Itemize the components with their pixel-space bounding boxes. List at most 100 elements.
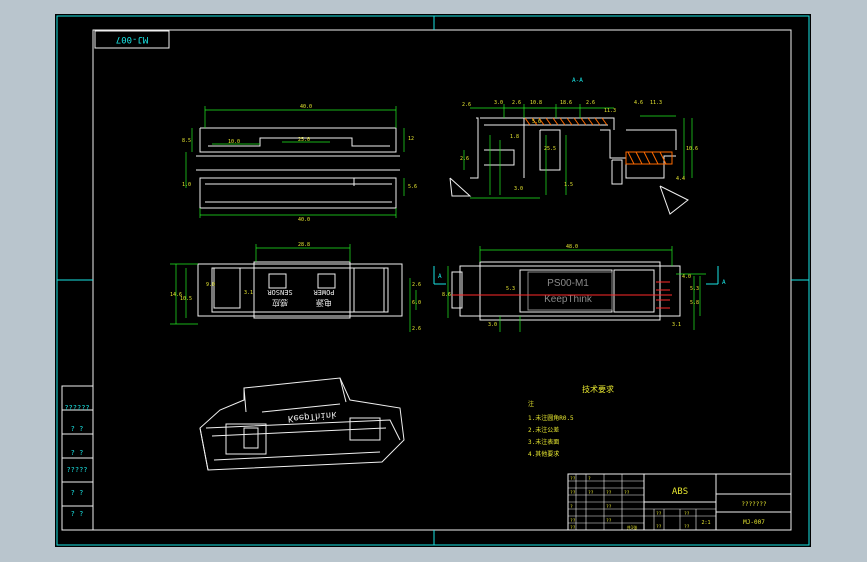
sheet-info: 共1张 <box>627 524 637 530</box>
isometric-view: KeepThink <box>199 377 405 471</box>
svg-text:??: ?? <box>684 524 690 530</box>
svg-text:4.4: 4.4 <box>676 176 685 182</box>
svg-text:2.6: 2.6 <box>586 100 595 106</box>
section-title: A-A <box>572 77 583 84</box>
note-4: 4.其他要求 <box>528 450 559 458</box>
front-view: 电源 感应 POWER SENSOR 28.8 14.6 10.5 9.0 3.… <box>170 242 421 332</box>
svg-text:2.6: 2.6 <box>462 102 471 108</box>
back-view: PS00-M1 KeepThink A A 4 <box>433 244 726 332</box>
svg-text:40.0: 40.0 <box>298 217 310 223</box>
left-strip-cell-5: ? ? <box>71 489 84 497</box>
sheet-background <box>55 14 811 547</box>
svg-text:10.5: 10.5 <box>180 296 192 302</box>
svg-text:14.6: 14.6 <box>170 292 182 298</box>
notes-intro: 注 <box>528 400 534 408</box>
svg-text:10.0: 10.0 <box>228 139 240 145</box>
notes-title: 技术要求 <box>582 384 614 394</box>
svg-text:2.6: 2.6 <box>412 326 421 332</box>
left-strip-cell-3: ? ? <box>71 449 84 457</box>
svg-text:12: 12 <box>408 136 414 142</box>
drawing-number: MJ-007 <box>743 519 765 526</box>
svg-text:??: ?? <box>606 518 612 524</box>
svg-text:5.6: 5.6 <box>408 184 417 190</box>
center-marks <box>57 16 809 545</box>
notes: 技术要求 注 1.未注圆角R0.5 2.未注公差 3.未注表面 4.其他要求 <box>528 384 614 458</box>
red-marks <box>656 281 670 309</box>
svg-text:??: ?? <box>624 490 630 496</box>
corner-code: MJ-007 <box>116 34 149 44</box>
svg-text:10.8: 10.8 <box>530 100 542 106</box>
left-strip-cell-2: ? ? <box>71 425 84 433</box>
note-1: 1.未注圆角R0.5 <box>528 414 574 422</box>
panel-brand: KeepThink <box>544 294 593 305</box>
svg-text:3.0: 3.0 <box>488 322 497 328</box>
svg-text:4.0: 4.0 <box>682 274 691 280</box>
svg-text:8.6: 8.6 <box>442 292 451 298</box>
top-view: 40.0 40.0 10.0 25.0 12 5.6 8.5 1.0 <box>182 104 417 223</box>
svg-text:5.3: 5.3 <box>690 286 699 292</box>
svg-text:1.8: 1.8 <box>510 134 519 140</box>
front-power-en: POWER <box>313 288 335 296</box>
svg-text:??: ?? <box>570 490 576 496</box>
svg-text:??: ?? <box>684 511 690 517</box>
svg-text:?: ? <box>588 476 591 482</box>
svg-text:??: ?? <box>570 476 576 482</box>
svg-text:??: ?? <box>606 504 612 510</box>
svg-text:3.1: 3.1 <box>672 322 681 328</box>
title-block: ??? ???????? ??? ???? ?? ???? ???? ABS ?… <box>567 473 792 531</box>
left-strip-cell-6: ? ? <box>71 510 84 518</box>
svg-text:5.6: 5.6 <box>532 119 541 125</box>
material: ABS <box>672 487 688 497</box>
section-markers <box>433 266 719 285</box>
svg-text:8.5: 8.5 <box>182 138 191 144</box>
svg-text:?: ? <box>570 504 573 510</box>
front-power-cn: 电源 <box>316 298 332 308</box>
svg-text:18.6: 18.6 <box>560 100 572 106</box>
front-sensor-en: SENSOR <box>267 288 293 296</box>
svg-text:11.3: 11.3 <box>604 108 616 114</box>
left-strip-cell-1: ?????? <box>64 404 89 412</box>
svg-text:4.6: 4.6 <box>634 100 643 106</box>
note-3: 3.未注表面 <box>528 438 559 446</box>
svg-text:2.6: 2.6 <box>412 282 421 288</box>
corner-code-box: MJ-007 <box>94 30 170 49</box>
svg-text:??: ?? <box>570 525 576 531</box>
svg-text:??: ?? <box>570 518 576 524</box>
section-view: A-A <box>449 77 698 215</box>
svg-text:11.3: 11.3 <box>650 100 662 106</box>
marker-right: A <box>722 279 726 286</box>
note-2: 2.未注公差 <box>528 426 559 434</box>
iso-brand: KeepThink <box>287 409 337 423</box>
svg-text:3.1: 3.1 <box>244 290 253 296</box>
svg-text:??: ?? <box>656 511 662 517</box>
panel-label-box <box>527 271 613 311</box>
svg-text:3.0: 3.0 <box>514 186 523 192</box>
svg-text:9.0: 9.0 <box>206 282 215 288</box>
svg-text:3.0: 3.0 <box>494 100 503 106</box>
scale: 2:1 <box>701 520 710 526</box>
svg-text:1.5: 1.5 <box>564 182 573 188</box>
front-sensor-cn: 感应 <box>272 298 288 308</box>
svg-text:5.8: 5.8 <box>690 300 699 306</box>
svg-text:28.8: 28.8 <box>298 242 310 248</box>
svg-text:40.0: 40.0 <box>300 104 312 110</box>
svg-text:??: ?? <box>656 524 662 530</box>
svg-text:1.0: 1.0 <box>182 182 191 188</box>
part-name: ??????? <box>741 501 767 508</box>
svg-text:2.6: 2.6 <box>512 100 521 106</box>
svg-text:48.0: 48.0 <box>566 244 578 250</box>
svg-text:5.3: 5.3 <box>506 286 515 292</box>
marker-left: A <box>438 273 442 280</box>
svg-text:??: ?? <box>606 490 612 496</box>
left-strip: ?????? ? ? ? ? ????? ? ? ? ? <box>61 385 94 531</box>
panel-model: PS00-M1 <box>547 278 589 289</box>
svg-text:25.5: 25.5 <box>544 146 556 152</box>
svg-text:??: ?? <box>588 490 594 496</box>
svg-text:2.6: 2.6 <box>460 156 469 162</box>
svg-text:25.0: 25.0 <box>298 137 310 143</box>
svg-text:10.6: 10.6 <box>686 146 698 152</box>
svg-text:6.0: 6.0 <box>412 300 421 306</box>
left-strip-cell-4: ????? <box>66 466 87 474</box>
